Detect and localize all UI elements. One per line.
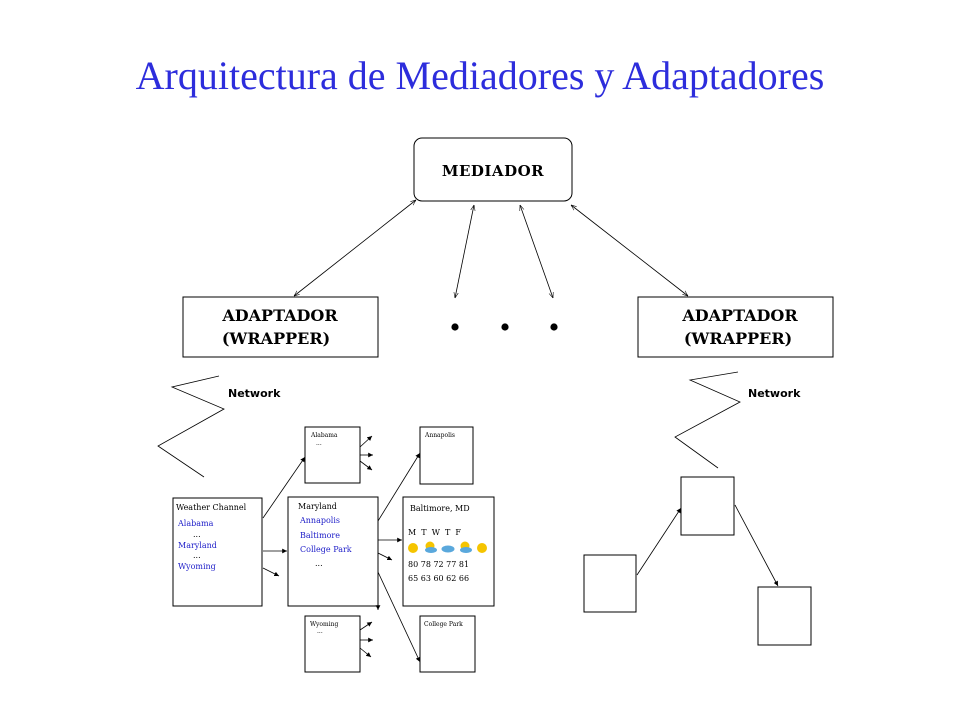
wc-item-more-1: ... bbox=[193, 530, 201, 539]
mediator-box: MEDIADOR bbox=[413, 137, 573, 202]
cloud-sun-icon bbox=[425, 541, 437, 553]
right-site-page-left bbox=[583, 554, 637, 613]
maryland-title: Maryland bbox=[298, 502, 337, 511]
link-mediator-more-1 bbox=[455, 205, 474, 298]
page-weather-channel: Weather Channel Alabama ... Maryland ...… bbox=[172, 497, 263, 607]
wyoming-more: ... bbox=[317, 628, 323, 635]
arrow-md-to-annapolis bbox=[377, 452, 421, 522]
page-title: Arquitectura de Mediadores y Adaptadores bbox=[135, 53, 825, 98]
cloud-icon bbox=[441, 545, 455, 553]
arrow-md-to-more bbox=[377, 552, 393, 561]
page-wyoming: Wyoming ... bbox=[304, 615, 361, 673]
wc-item-maryland[interactable]: Maryland bbox=[178, 541, 217, 550]
right-site-page-top bbox=[680, 476, 735, 536]
annapolis-title: Annapolis bbox=[424, 432, 455, 439]
wrapper-left-line1: ADAPTADOR bbox=[221, 306, 338, 325]
arrow-alabama-out-1 bbox=[359, 435, 373, 448]
wc-item-wyoming[interactable]: Wyoming bbox=[178, 562, 216, 571]
wrapper-left-box: ADAPTADOR (WRAPPER) bbox=[182, 296, 379, 358]
network-left-icon bbox=[157, 375, 225, 478]
baltimore-title: Baltimore, MD bbox=[410, 504, 470, 513]
sun-icon bbox=[408, 543, 418, 553]
arrow-wc-to-alabama bbox=[262, 456, 306, 519]
arrow-right-left-to-top bbox=[636, 507, 682, 576]
md-item-baltimore[interactable]: Baltimore bbox=[300, 531, 340, 540]
ellipsis-dots bbox=[451, 323, 558, 331]
network-left-label: Network bbox=[228, 387, 281, 400]
alabama-title: Alabama bbox=[310, 432, 338, 439]
arrow-right-top-to-right bbox=[734, 504, 779, 587]
link-mediator-wrapper-right bbox=[571, 205, 688, 296]
right-site-page-right bbox=[757, 586, 812, 646]
baltimore-days: M T W T F bbox=[408, 528, 461, 537]
arrow-md-to-college-park bbox=[377, 571, 421, 663]
arrow-wc-to-wyoming bbox=[262, 567, 280, 577]
wrapper-right-box: ADAPTADOR (WRAPPER) bbox=[637, 296, 834, 358]
link-mediator-wrapper-left bbox=[294, 200, 416, 296]
mediator-label: MEDIADOR bbox=[442, 162, 544, 180]
wc-item-more-2: ... bbox=[193, 551, 201, 560]
arrow-wyoming-out-1 bbox=[359, 621, 373, 631]
wc-item-alabama[interactable]: Alabama bbox=[177, 519, 214, 528]
md-item-annapolis[interactable]: Annapolis bbox=[299, 516, 340, 525]
md-item-college-park[interactable]: College Park bbox=[300, 545, 352, 554]
page-annapolis: Annapolis bbox=[419, 426, 474, 485]
weather-icons bbox=[408, 541, 487, 553]
college-park-title: College Park bbox=[424, 621, 463, 628]
baltimore-highs: 80 78 72 77 81 bbox=[408, 560, 469, 569]
md-item-more: ... bbox=[315, 559, 323, 568]
page-maryland: Maryland Annapolis Baltimore College Par… bbox=[287, 496, 379, 607]
arrow-wyoming-out-3 bbox=[359, 647, 372, 658]
page-baltimore: Baltimore, MD M T W T F 80 78 72 77 81 6… bbox=[402, 496, 495, 607]
wrapper-left-line2: (WRAPPER) bbox=[222, 329, 330, 348]
sun-icon bbox=[477, 543, 487, 553]
page-college-park: College Park bbox=[419, 615, 476, 673]
wyoming-title: Wyoming bbox=[310, 621, 339, 628]
cloud-sun-icon bbox=[460, 541, 472, 553]
network-right-icon bbox=[674, 371, 741, 469]
arrow-alabama-out-3 bbox=[359, 460, 373, 471]
alabama-more: ... bbox=[316, 440, 322, 447]
weather-channel-title: Weather Channel bbox=[176, 503, 247, 512]
wrapper-right-line1: ADAPTADOR bbox=[681, 306, 798, 325]
wrapper-right-line2: (WRAPPER) bbox=[684, 329, 792, 348]
baltimore-lows: 65 63 60 62 66 bbox=[408, 574, 469, 583]
network-right-label: Network bbox=[748, 387, 801, 400]
link-mediator-more-2 bbox=[520, 205, 553, 298]
page-alabama: Alabama ... bbox=[304, 426, 361, 484]
